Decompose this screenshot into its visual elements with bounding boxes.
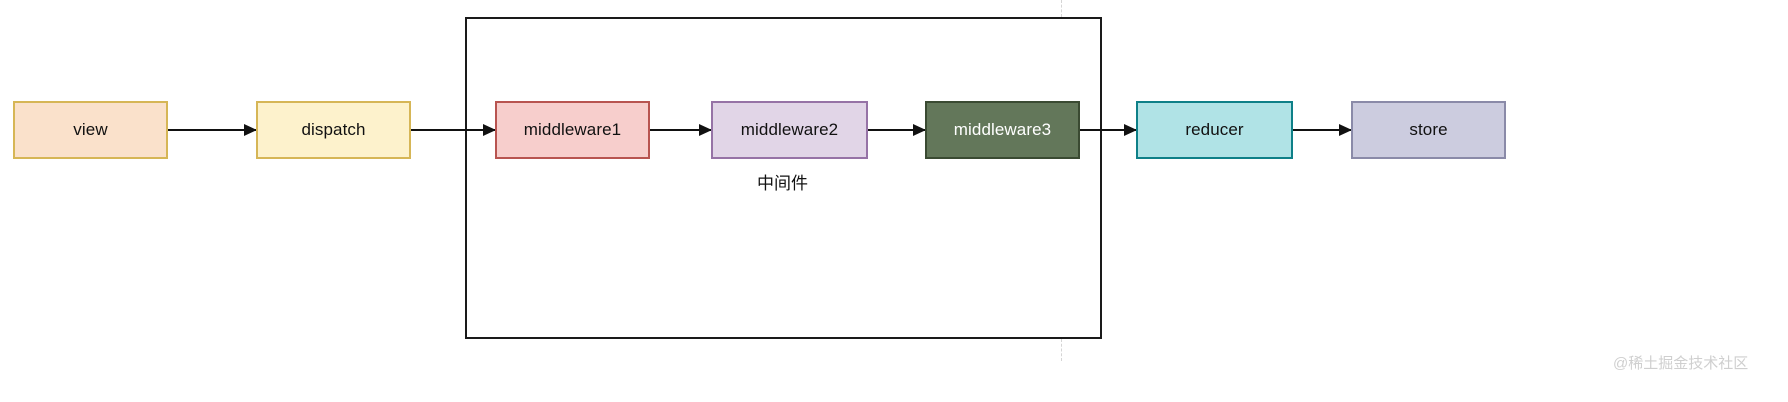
watermark-label: @稀土掘金技术社区 — [1613, 355, 1749, 372]
node-reducer[interactable]: reducer — [1136, 101, 1293, 159]
node-middleware2[interactable]: middleware2 — [711, 101, 868, 159]
edge-middleware3-to-reducer — [1080, 129, 1136, 131]
edge-middleware1-to-middleware2 — [650, 129, 711, 131]
group-box-top-stub — [1061, 0, 1063, 17]
middleware-group-box[interactable] — [465, 17, 1102, 339]
middleware-caption: 中间件 — [757, 174, 808, 193]
node-dispatch[interactable]: dispatch — [256, 101, 411, 159]
group-box-bottom-stub — [1061, 339, 1063, 361]
node-store[interactable]: store — [1351, 101, 1506, 159]
edge-reducer-to-store — [1293, 129, 1351, 131]
edge-view-to-dispatch — [168, 129, 256, 131]
node-middleware3[interactable]: middleware3 — [925, 101, 1080, 159]
edge-dispatch-to-middleware1 — [411, 129, 495, 131]
edge-middleware2-to-middleware3 — [868, 129, 925, 131]
node-view[interactable]: view — [13, 101, 168, 159]
node-middleware1[interactable]: middleware1 — [495, 101, 650, 159]
